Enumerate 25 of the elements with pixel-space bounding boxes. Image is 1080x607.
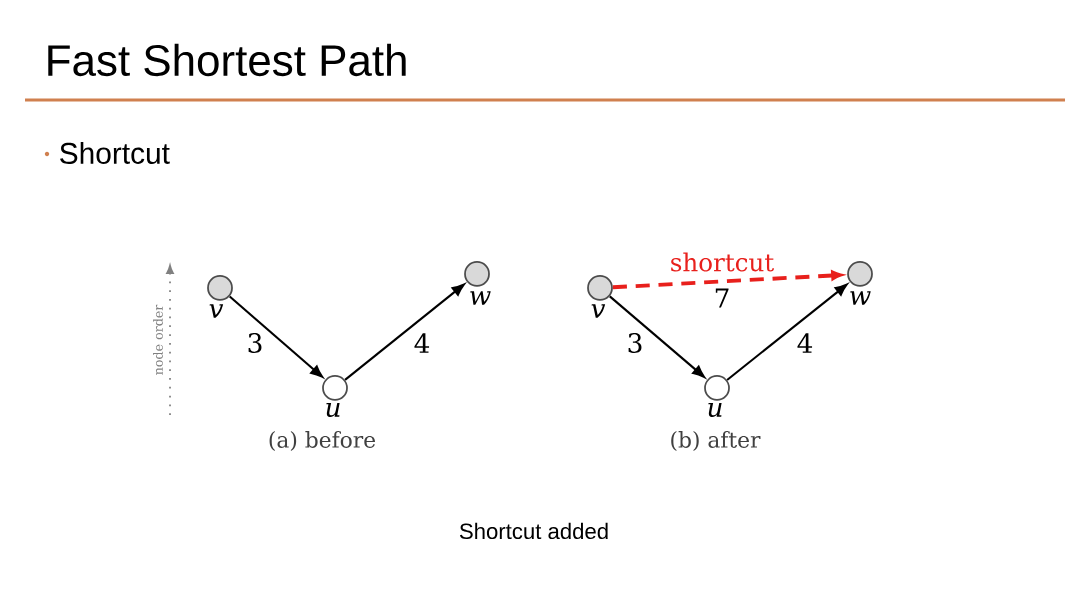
axis-label: node order	[153, 304, 163, 375]
title: Fast Shortest Path	[48, 43, 406, 77]
arrow	[726, 283, 848, 381]
graph-node	[464, 261, 490, 287]
arrow	[344, 283, 465, 381]
node-label: v	[209, 304, 224, 318]
node-label: u	[326, 402, 340, 417]
edge-label: 3	[628, 333, 642, 353]
edge-label: 3	[248, 333, 262, 353]
node-label: w	[470, 291, 491, 305]
graph-node	[322, 375, 348, 401]
graph-node	[207, 275, 233, 301]
graph-node	[704, 375, 730, 401]
edge-label: 4	[797, 333, 813, 353]
graph-node	[847, 261, 873, 287]
node-label: v	[591, 304, 606, 318]
node-label: u	[708, 402, 722, 417]
caption: Shortcut added	[459, 522, 608, 540]
edge-label: 4	[414, 333, 430, 353]
arrow	[609, 295, 705, 378]
shortcut-text: shortcut	[671, 252, 775, 272]
arrow	[229, 295, 324, 378]
edge-label: 7	[715, 288, 729, 308]
graph-node	[587, 275, 613, 301]
node-label: w	[850, 291, 871, 305]
